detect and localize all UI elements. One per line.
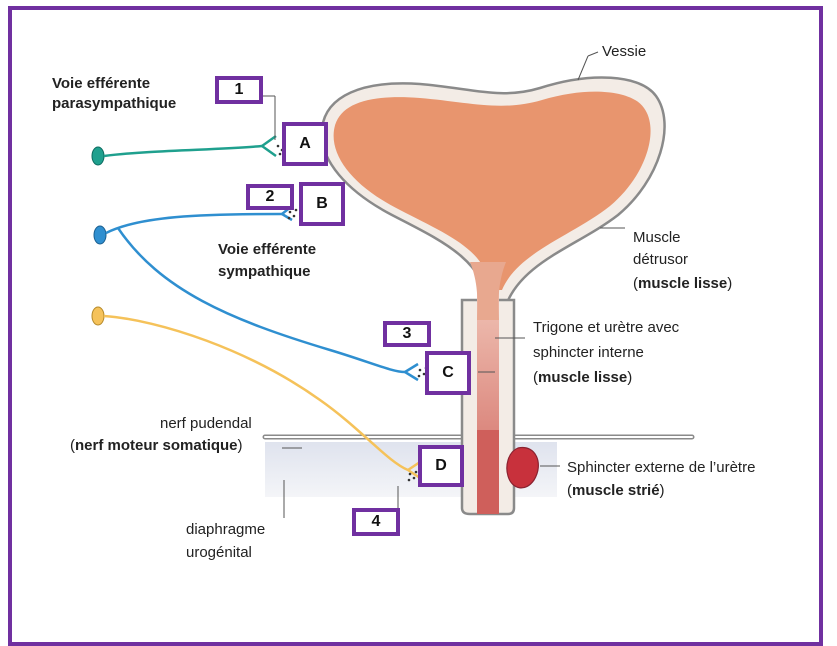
- number-box-4: 4: [352, 508, 400, 536]
- parasympathetic-axon: [104, 146, 262, 156]
- sympathetic-axon-upper: [106, 214, 282, 233]
- label-parasympathetic-line1: Voie efférente: [52, 74, 150, 94]
- label-trigone-type: (muscle lisse): [533, 368, 632, 388]
- label-sphincter-ext-type: (muscle strié): [567, 481, 665, 501]
- letter-box-a: A: [282, 122, 328, 166]
- label-detrusor-line2: détrusor: [633, 250, 688, 270]
- label-detrusor-line1: Muscle: [633, 228, 681, 248]
- label-trigone-line1: Trigone et urètre avec: [533, 318, 679, 338]
- label-trigone-line2: sphincter interne: [533, 343, 644, 363]
- pudendal-neuron-body: [92, 307, 104, 325]
- leader-vessie-h: [588, 52, 598, 56]
- leader-vessie: [578, 56, 588, 80]
- letter-box-d: D: [418, 445, 464, 487]
- label-pudendal-type: (nerf moteur somatique): [70, 436, 243, 456]
- label-pudendal-line1: nerf pudendal: [160, 414, 252, 434]
- label-sphincter-ext-line1: Sphincter externe de l’urètre: [567, 458, 755, 478]
- detrusor-muscle: [334, 92, 651, 290]
- label-sympathetic-line2: sympathique: [218, 262, 311, 282]
- number-box-3: 3: [383, 321, 431, 347]
- parasympathetic-terminal: [262, 136, 276, 156]
- number-box-1: 1: [215, 76, 263, 104]
- letter-box-b: B: [299, 182, 345, 226]
- urethra-lumen-lower: [477, 430, 499, 514]
- label-diaphragm-line1: diaphragme: [186, 520, 265, 540]
- sympathetic-terminal-c: [405, 364, 418, 380]
- diagram-canvas: Vessie Voie efférente parasympathique Vo…: [0, 0, 837, 629]
- label-diaphragm-line2: urogénital: [186, 543, 252, 563]
- parasympathetic-neuron-body: [92, 147, 104, 165]
- vesicles-b: [288, 209, 298, 220]
- sympathetic-neuron-body: [94, 226, 106, 244]
- letter-box-c: C: [425, 351, 471, 395]
- label-sympathetic-line1: Voie efférente: [218, 240, 316, 260]
- label-parasympathetic-line2: parasympathique: [52, 94, 176, 114]
- number-box-2: 2: [246, 184, 294, 210]
- label-vessie: Vessie: [602, 42, 646, 62]
- label-detrusor-type: (muscle lisse): [633, 274, 732, 294]
